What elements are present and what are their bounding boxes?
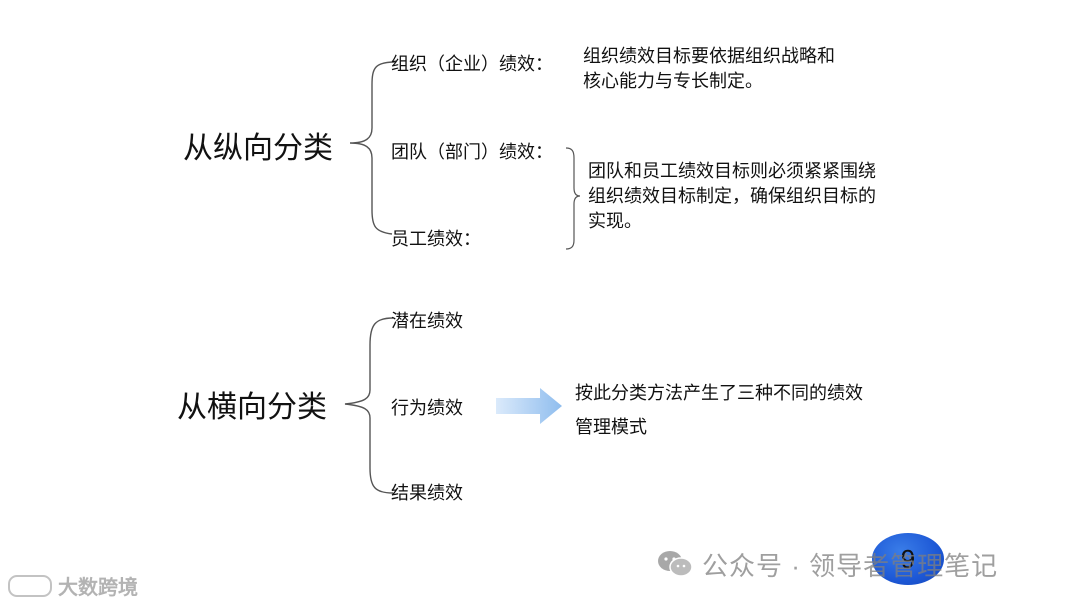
horizontal-heading: 从横向分类 bbox=[177, 391, 327, 424]
horizontal-brace bbox=[344, 317, 394, 494]
horizontal-desc-line-2: 管理模式 bbox=[575, 417, 647, 437]
employee-performance-label: 员工绩效： bbox=[391, 229, 481, 249]
vertical-heading: 从纵向分类 bbox=[183, 132, 333, 165]
watermark-right: 公众号 · 领导者管理笔记 bbox=[656, 546, 998, 583]
team-brace bbox=[565, 147, 581, 250]
org-desc-line-1: 组织绩效目标要依据组织战略和 bbox=[583, 46, 835, 66]
vertical-brace bbox=[349, 61, 396, 235]
watermark-left-text: 大数跨境 bbox=[58, 577, 138, 599]
result-performance-label: 结果绩效 bbox=[391, 483, 463, 503]
arrow-right-icon bbox=[496, 388, 562, 424]
watermark-logo-icon bbox=[8, 575, 52, 597]
horizontal-desc-line-1: 按此分类方法产生了三种不同的绩效 bbox=[575, 383, 863, 403]
wechat-icon bbox=[658, 551, 693, 577]
behavior-performance-label: 行为绩效 bbox=[391, 398, 463, 418]
potential-performance-label: 潜在绩效 bbox=[391, 311, 463, 331]
team-desc-line-2: 组织绩效目标制定，确保组织目标的 bbox=[588, 186, 876, 206]
page-number-badge: 9 bbox=[872, 533, 944, 585]
team-desc-line-3: 实现。 bbox=[588, 211, 642, 231]
team-desc-line-1: 团队和员工绩效目标则必须紧紧围绕 bbox=[588, 161, 876, 181]
watermark-left: 大数跨境 bbox=[8, 571, 138, 600]
team-performance-label: 团队（部门）绩效： bbox=[391, 142, 553, 162]
org-performance-label: 组织（企业）绩效： bbox=[391, 54, 553, 74]
team-employee-desc: 团队和员工绩效目标则必须紧紧围绕 组织绩效目标制定，确保组织目标的 实现。 bbox=[588, 159, 928, 234]
org-desc-line-2: 核心能力与专长制定。 bbox=[583, 71, 763, 91]
horizontal-desc: 按此分类方法产生了三种不同的绩效 管理模式 bbox=[575, 376, 915, 444]
page-number: 9 bbox=[900, 543, 916, 574]
org-performance-desc: 组织绩效目标要依据组织战略和 核心能力与专长制定。 bbox=[583, 44, 903, 94]
watermark-right-text: 公众号 · 领导者管理笔记 bbox=[702, 551, 999, 581]
